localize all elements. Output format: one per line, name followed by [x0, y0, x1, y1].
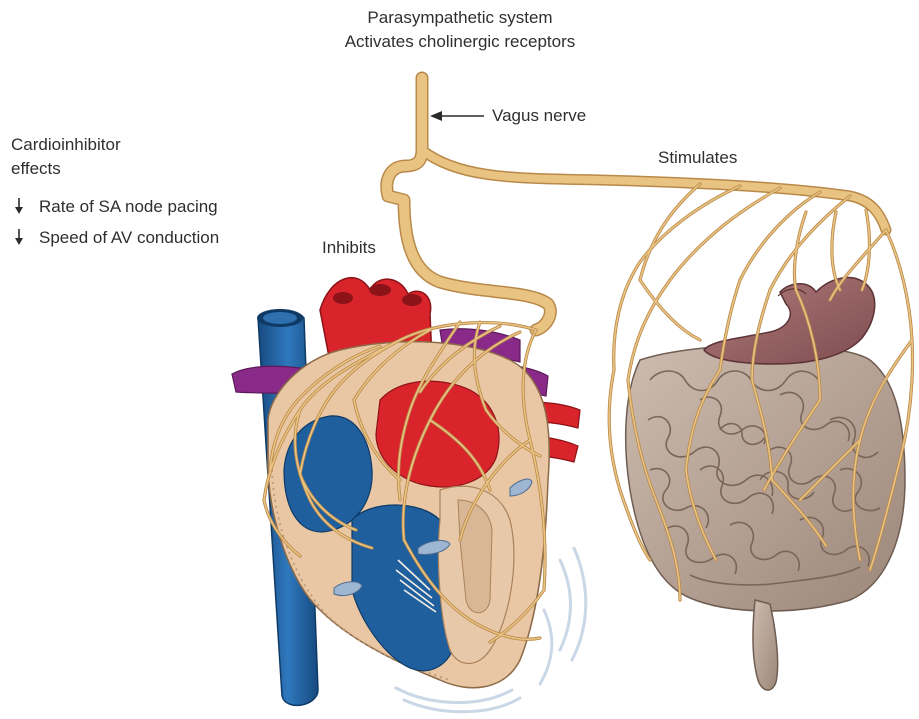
header-line-1: Parasympathetic system [300, 7, 620, 29]
effects-title-line-1: Cardioinhibitor [11, 134, 121, 156]
header-line-2: Activates cholinergic receptors [300, 31, 620, 53]
vagus-nerve-label: Vagus nerve [492, 105, 586, 127]
stimulates-label: Stimulates [658, 147, 737, 169]
effect-item-label: Speed of AV conduction [39, 227, 219, 249]
effect-item-label: Rate of SA node pacing [39, 196, 218, 218]
vagus-pointer-arrow [430, 111, 484, 121]
down-arrow-icon [14, 229, 24, 245]
inhibits-label: Inhibits [322, 237, 376, 259]
effects-title-line-2: effects [11, 158, 61, 180]
down-arrow-icon [14, 198, 24, 214]
intestines [626, 345, 905, 690]
